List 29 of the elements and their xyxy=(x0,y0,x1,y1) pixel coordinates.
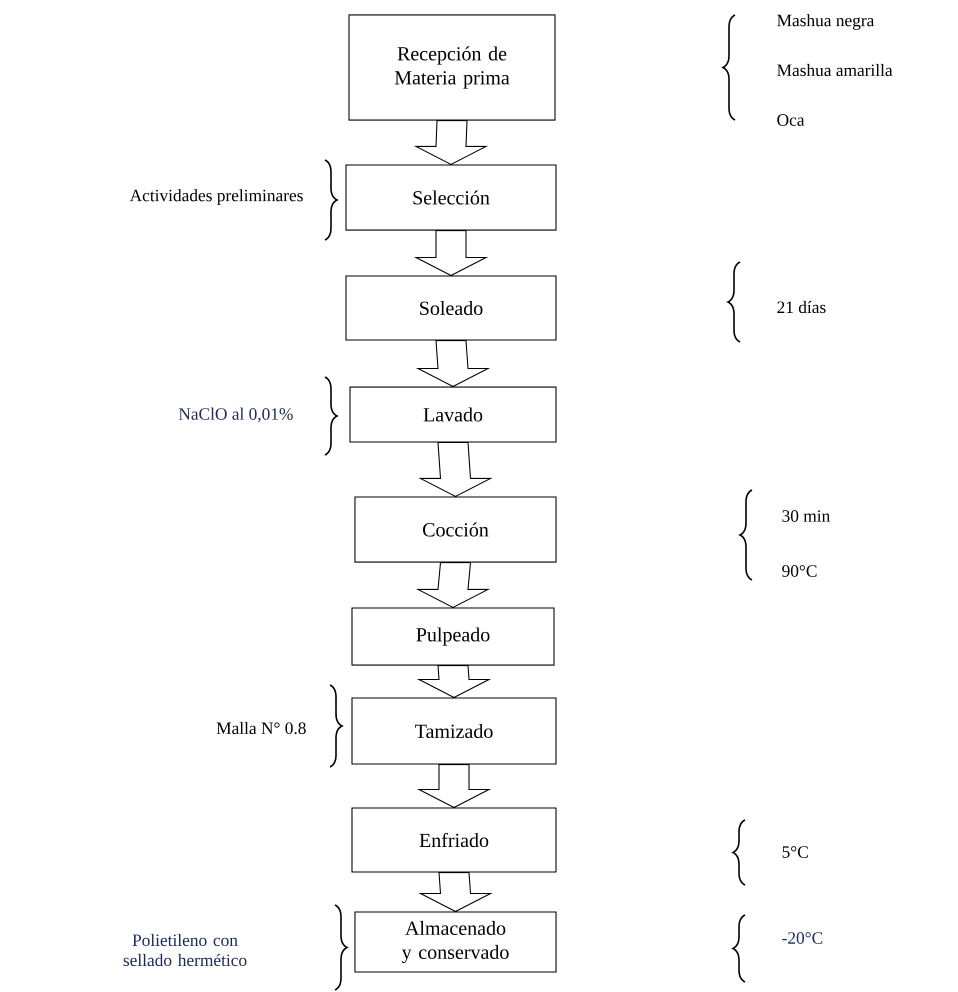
side-note: 30 min xyxy=(782,510,830,522)
side-note: Polietileno con sellado hermético xyxy=(124,934,246,966)
side-note: -20°C xyxy=(782,932,822,944)
process-box: Cocción xyxy=(354,496,557,563)
process-box: Recepción de Materia prima xyxy=(348,14,556,121)
process-box: Soleado xyxy=(345,275,557,341)
side-note: Oca xyxy=(777,114,804,126)
block-arrow xyxy=(416,764,492,808)
side-note: 5°C xyxy=(782,846,808,858)
process-box: Pulpeado xyxy=(351,607,555,666)
process-box: Enfriado xyxy=(351,807,557,873)
side-note: 90°C xyxy=(782,565,816,577)
process-box: Almacenado y conservado xyxy=(354,911,557,973)
process-box: Lavado xyxy=(349,386,557,442)
block-arrow xyxy=(416,665,492,698)
block-arrow xyxy=(414,120,488,166)
process-box: Tamizado xyxy=(351,697,557,765)
side-note: 21 días xyxy=(777,300,826,314)
block-arrow xyxy=(418,442,493,498)
side-note: Mashua negra xyxy=(777,14,874,30)
block-arrow xyxy=(414,230,488,276)
block-arrow xyxy=(418,872,493,912)
side-note: NaClO al 0,01% xyxy=(178,408,293,422)
block-arrow xyxy=(416,340,490,388)
process-box: Selección xyxy=(345,164,557,231)
side-note: Actividades preliminares xyxy=(130,189,303,205)
side-note: Malla N° 0.8 xyxy=(216,722,306,734)
block-arrow xyxy=(416,562,490,608)
side-note: Mashua amarilla xyxy=(777,64,892,76)
